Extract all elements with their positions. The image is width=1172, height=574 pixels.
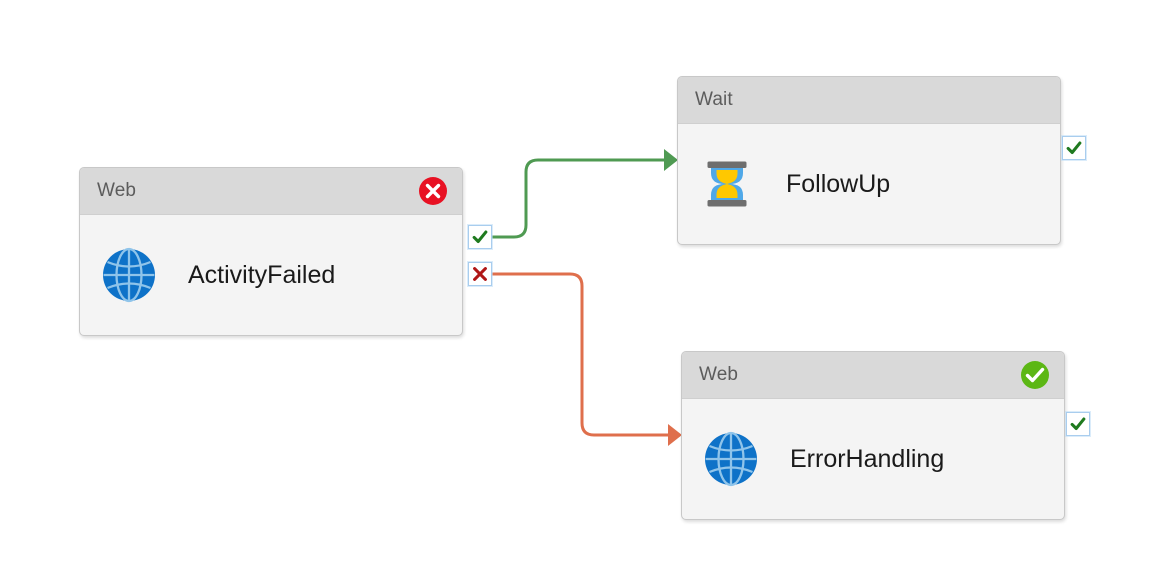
check-icon [472,230,488,244]
node-label: ErrorHandling [790,444,945,473]
node-header: Wait [678,77,1060,124]
hourglass-icon [698,155,756,213]
node-follow-up[interactable]: Wait FollowUp [677,76,1061,245]
node-label: ActivityFailed [188,260,336,289]
node-body: FollowUp [678,124,1060,244]
connector-arrowhead [664,149,678,171]
cross-icon [473,267,487,281]
connector-line [490,158,666,239]
node-error-handling[interactable]: Web [681,351,1065,520]
check-icon [1070,417,1086,431]
connector-line [490,272,670,437]
port-success-activity-failed[interactable] [468,225,492,249]
port-success-follow-up[interactable] [1062,136,1086,160]
connector-activityfailed-to-followup[interactable] [490,149,678,239]
port-error-activity-failed[interactable] [468,262,492,286]
node-body: ActivityFailed [80,215,462,335]
node-type-title: Wait [695,89,733,110]
check-icon [1066,141,1082,155]
connector-activityfailed-to-errorhandling[interactable] [490,272,682,446]
node-label: FollowUp [786,169,891,198]
node-type-title: Web [699,364,739,385]
connector-arrowhead [668,424,682,446]
port-success-error-handling[interactable] [1066,412,1090,436]
node-body: ErrorHandling [682,399,1064,519]
node-activity-failed[interactable]: Web [79,167,463,336]
success-circle-icon [1020,360,1050,390]
globe-icon [702,430,760,488]
node-header: Web [80,168,462,215]
globe-icon [100,246,158,304]
node-header: Web [682,352,1064,399]
error-circle-icon [418,176,448,206]
node-type-title: Web [97,180,137,201]
